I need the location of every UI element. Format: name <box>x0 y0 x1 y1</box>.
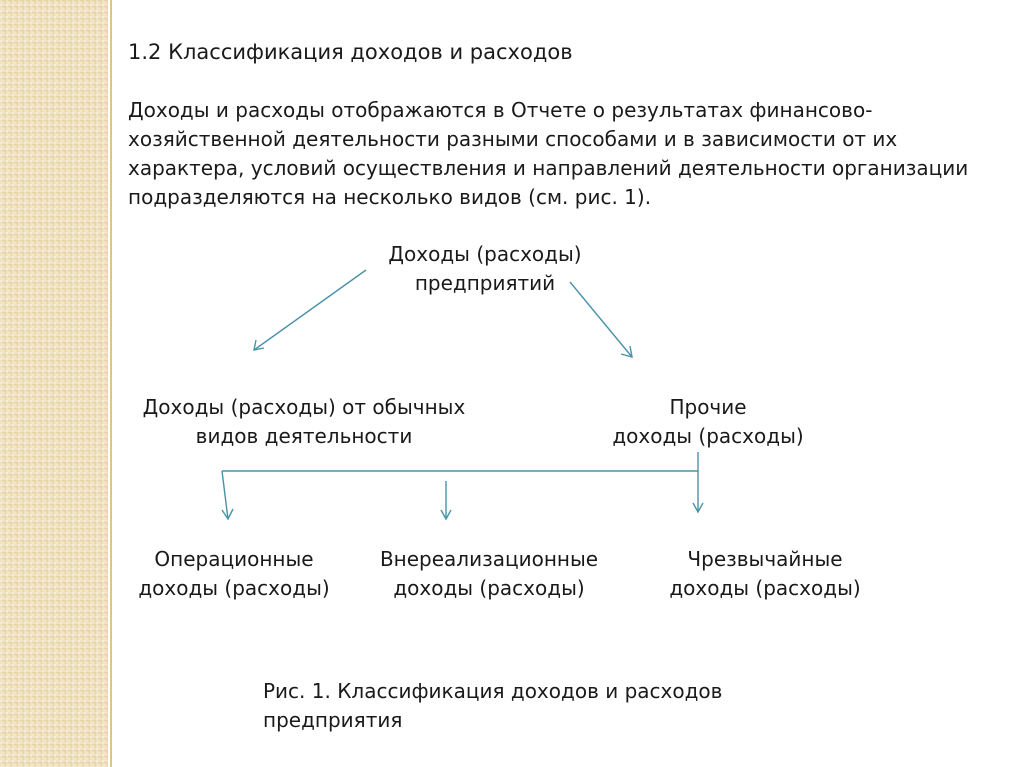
arrow-to-extraordinary <box>692 471 704 514</box>
non-operating-label-line: Внереализационные <box>379 547 599 571</box>
non-operating-label-line: доходы (расходы) <box>393 576 585 600</box>
ordinary-label-line: видов деятельности <box>195 424 413 448</box>
connector-bracket <box>222 452 699 472</box>
arrow-to-non-operating <box>440 481 452 521</box>
diagram-non-operating-node: Внереализационные доходы (расходы) <box>364 545 614 603</box>
other-label-line: доходы (расходы) <box>612 424 804 448</box>
intro-paragraph: Доходы и расходы отображаются в Отчете о… <box>128 96 968 212</box>
diagram-ordinary-node: Доходы (расходы) от обычных видов деятел… <box>128 393 480 451</box>
operating-label-line: доходы (расходы) <box>138 576 330 600</box>
diagram-other-node: Прочие доходы (расходы) <box>598 393 818 451</box>
paragraph-line: Доходы и расходы отображаются в Отчете о… <box>128 98 873 122</box>
diagram-extraordinary-node: Чрезвычайные доходы (расходы) <box>658 545 872 603</box>
arrow-to-operating <box>221 470 234 521</box>
diagram-operating-node: Операционные доходы (расходы) <box>128 545 340 603</box>
diagram-root-node: Доходы (расходы) предприятий <box>376 240 594 298</box>
caption-line: предприятия <box>263 708 403 732</box>
paragraph-line: подразделяются на несколько видов (см. р… <box>128 185 652 209</box>
root-label-line: предприятий <box>414 271 556 295</box>
caption-line: Рис. 1. Классификация доходов и расходов <box>263 679 723 703</box>
other-label-line: Прочие <box>669 395 747 419</box>
arrow-root-to-other <box>569 281 633 358</box>
decorative-side-border <box>110 0 112 767</box>
arrow-root-to-ordinary <box>253 269 367 351</box>
paragraph-line: хозяйственной деятельности разными спосо… <box>128 127 898 151</box>
section-heading: 1.2 Классификация доходов и расходов <box>128 40 573 64</box>
paragraph-line: характера, условий осуществления и напра… <box>128 156 969 180</box>
extraordinary-label-line: доходы (расходы) <box>669 576 861 600</box>
decorative-side-pattern <box>0 0 108 767</box>
figure-caption: Рис. 1. Классификация доходов и расходов… <box>263 677 722 735</box>
root-label-line: Доходы (расходы) <box>388 242 582 266</box>
operating-label-line: Операционные <box>154 547 314 571</box>
ordinary-label-line: Доходы (расходы) от обычных <box>142 395 466 419</box>
extraordinary-label-line: Чрезвычайные <box>687 547 843 571</box>
